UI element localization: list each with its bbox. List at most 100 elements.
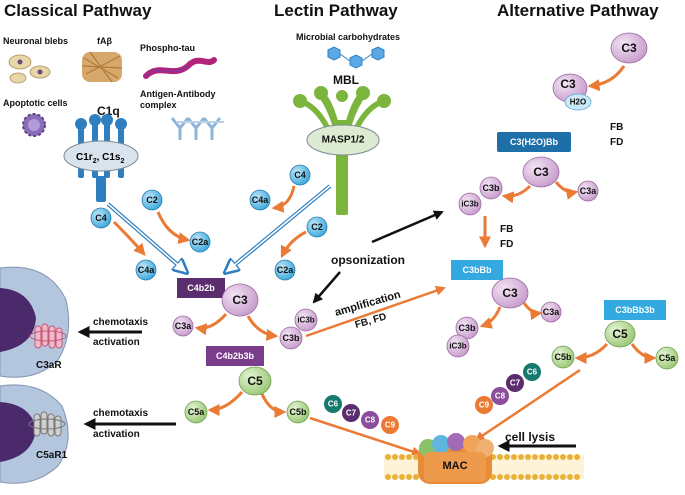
svg-text:C3: C3 <box>621 41 637 55</box>
lipid-head <box>497 454 503 460</box>
svg-text:C7: C7 <box>510 379 521 388</box>
c3-h2o-complex: C3 H2O <box>552 73 592 111</box>
svg-text:C5a: C5a <box>659 353 677 363</box>
mbl-complex-icon <box>293 86 391 215</box>
c6-ball-alt: C6 <box>523 363 541 381</box>
c7-ball-alt: C7 <box>506 374 524 392</box>
lipid-head <box>560 474 566 480</box>
c3b-ball-alt-mid: C3b <box>479 176 503 200</box>
c2-ball-lectin: C2 <box>306 216 328 238</box>
label-mac: MAC <box>442 460 467 472</box>
svg-text:C2a: C2a <box>277 265 295 275</box>
svg-text:C6: C6 <box>328 400 339 409</box>
header-lectin: Lectin Pathway <box>274 1 398 20</box>
arrow-alt-c5-to-c5a <box>630 343 657 364</box>
lipid-head <box>525 474 531 480</box>
lipid-head <box>546 474 552 480</box>
c9-ball-alt: C9 <box>475 396 493 414</box>
lipid-head <box>385 474 391 480</box>
svg-text:C5: C5 <box>612 327 628 341</box>
c9-ball-classical: C9 <box>381 416 399 434</box>
label-antigen-antibody: Antigen-Antibody <box>140 89 216 99</box>
mac-pore-icon <box>418 433 494 484</box>
arrow-c2-to-c2a-lectin <box>280 230 307 259</box>
arrow-alt-c3-to-c3a <box>554 181 579 200</box>
arrow-amplification <box>305 285 446 338</box>
svg-text:C3a: C3a <box>543 307 561 317</box>
svg-text:C8: C8 <box>365 416 376 425</box>
lipid-head <box>532 454 538 460</box>
label-chemotaxis-1: chemotaxis <box>93 317 148 328</box>
svg-text:C4: C4 <box>95 213 107 223</box>
c3b-ball-alt-lower: C3b <box>455 316 479 340</box>
label-antigen-antibody-complex: complex <box>140 100 177 110</box>
lipid-head <box>413 474 419 480</box>
arrow-c5-to-c5a <box>207 391 244 416</box>
arrow-c2-to-c2a <box>156 211 191 244</box>
label-activation-1: activation <box>93 337 140 348</box>
c5-ball-alt: C5 <box>604 320 636 348</box>
c2-ball-classical: C2 <box>141 189 163 211</box>
lipid-head <box>504 474 510 480</box>
lipid-head <box>560 454 566 460</box>
lipid-head <box>539 474 545 480</box>
c3-ball-center: C3 <box>221 283 259 317</box>
label-apoptotic-cells: Apoptotic cells <box>3 98 68 108</box>
lipid-head <box>518 454 524 460</box>
label-phospho-tau: Phospho-tau <box>140 43 195 53</box>
label-opsonization: opsonization <box>331 253 405 267</box>
arrow-c5-to-c5b <box>260 393 287 418</box>
lipid-head <box>574 454 580 460</box>
svg-text:C3: C3 <box>502 286 518 300</box>
svg-text:C4b2b3b: C4b2b3b <box>216 351 255 361</box>
label-fd-alt-2: FD <box>500 239 513 250</box>
label-chemotaxis-2: chemotaxis <box>93 408 148 419</box>
lipid-head <box>406 474 412 480</box>
neuronal-blebs-icon <box>8 54 51 84</box>
label-cell-lysis: cell lysis <box>505 430 555 444</box>
lipid-head <box>392 454 398 460</box>
svg-text:C2: C2 <box>146 195 158 205</box>
lipid-head <box>413 454 419 460</box>
svg-text:C3: C3 <box>232 293 248 307</box>
svg-text:C4a: C4a <box>138 265 156 275</box>
lipid-head <box>546 454 552 460</box>
arrow-c4-to-c4a <box>112 220 146 256</box>
ic3b-ball-center: iC3b <box>294 308 318 332</box>
arrow-c3-to-c3h2o <box>587 65 626 92</box>
svg-text:C9: C9 <box>479 401 490 410</box>
label-c1r2-c1s2: C1r2, C1s2 <box>76 152 125 165</box>
c3a-ball-alt-lower: C3a <box>540 301 562 323</box>
lipid-head <box>525 454 531 460</box>
label-fb-alt-2: FB <box>500 224 513 235</box>
c4a-ball-classical: C4a <box>135 259 157 281</box>
c4b2b-box: C4b2b <box>177 278 225 298</box>
arrow-c3-to-c3a <box>194 313 228 336</box>
svg-text:C3a: C3a <box>580 186 598 196</box>
c3h2obb-box: C3(H2O)Bb <box>497 132 571 152</box>
c5-ball-classical: C5 <box>238 366 272 396</box>
svg-text:H2O: H2O <box>570 98 586 107</box>
svg-text:C6: C6 <box>527 368 538 377</box>
lipid-head <box>567 454 573 460</box>
label-fd-alt-1: FD <box>610 137 623 148</box>
c4-ball-classical: C4 <box>90 207 112 229</box>
c4b2b3b-box: C4b2b3b <box>206 346 264 366</box>
lipid-head <box>392 474 398 480</box>
svg-text:C3bBb3b: C3bBb3b <box>615 305 655 315</box>
svg-text:C4a: C4a <box>252 195 270 205</box>
svg-text:C3b: C3b <box>458 323 476 333</box>
arrow-alt-c3-to-c3b <box>501 184 532 204</box>
svg-text:C9: C9 <box>385 421 396 430</box>
lipid-head <box>553 474 559 480</box>
c3b-ball-center: C3b <box>279 326 303 350</box>
lipid-head <box>518 474 524 480</box>
svg-text:C3b: C3b <box>482 183 500 193</box>
lipid-head <box>511 474 517 480</box>
svg-text:C3a: C3a <box>175 321 193 331</box>
lipid-head <box>399 474 405 480</box>
lipid-head <box>567 474 573 480</box>
c7-ball-classical: C7 <box>342 404 360 422</box>
